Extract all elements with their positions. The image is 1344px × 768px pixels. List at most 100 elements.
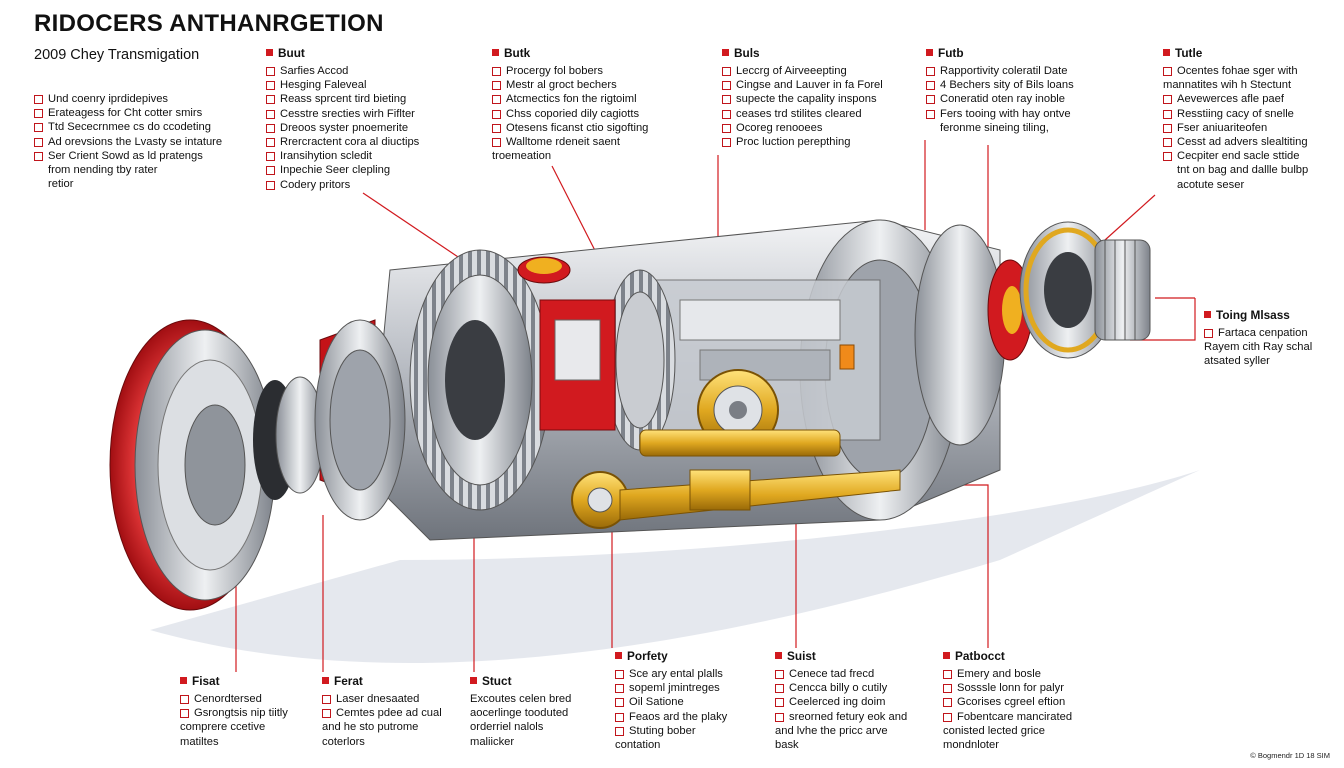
block-item: Mestr al groct bechers [492,78,702,92]
block-item: Cenordtersed [180,692,320,706]
main-gear [409,249,676,511]
block-item: matiltes [180,735,219,748]
block-item: Cesstre srecties wirh Fiflter [266,107,466,121]
block-item: Dreoos syster pnoemerite [266,121,466,135]
block-item: Feaos ard the plaky [615,710,765,724]
page-title: RIDOCERS ANTHANRGETION [34,10,384,37]
block-item: and he sto putrome [322,721,419,734]
label-block-bottom-1: Fisat Cenordtersed Gsrongtsis nip tiitly… [180,674,320,749]
block-item: comprere ccetive [180,721,266,734]
block-item: Cemtes pdee ad cual [322,706,467,720]
intro-item: Ttd Sececrnmee cs do ccodeting [34,120,254,134]
rear-assembly [987,221,1151,361]
label-block-top-2: Butk Procergy fol bobers Mestr al groct … [492,46,702,163]
block-item: Fartaca cenpation [1204,326,1339,340]
label-block-right: Toing Mlsass Fartaca cenpation Rayem cit… [1204,308,1339,369]
label-block-top-4: Futb Rapportivity coleratil Date 4 Beche… [926,46,1126,135]
block-item: Coneratid oten ray inoble [926,92,1126,106]
block-item: Stuting bober [615,724,765,738]
block-item: Atcmectics fon the rigtoiml [492,92,702,106]
block-item: Chss coporied dily cagiotts [492,107,702,121]
block-item: sreorned fetury eok and [775,710,935,724]
block-item: Sce ary ental plalls [615,667,765,681]
label-block-bottom-6: Patbocct Emery and bosle Sosssle lonn fo… [943,649,1113,752]
block-item: bask [775,739,799,752]
intro-item: Erateagess for Cht cotter smirs [34,106,254,120]
floor-shadow [150,470,1200,663]
intro-item: Ad orevsions the Lvasty se intature [34,135,254,149]
block-item: Emery and bosle [943,667,1113,681]
block-item: Aevewerces afle paef [1163,92,1338,106]
block-item: Otesens ficanst ctio sigofting [492,121,702,135]
block-item: atsated syller [1204,355,1270,368]
label-block-top-5: Tutle Ocentes fohae sger with mannatites… [1163,46,1338,192]
block-item: Ocentes fohae sger with [1163,64,1338,78]
gold-gears [571,369,901,529]
page-subtitle: 2009 Chey Transmigation [34,47,200,63]
label-block-bottom-2: Ferat Laser dnesaated Cemtes pdee ad cua… [322,674,467,749]
block-item: mondnloter [943,739,999,752]
intro-list: Und coenry iprdidepives Erateagess for C… [34,92,254,191]
footer-credit: © Bogmendr 1D 18 SIM [1250,751,1330,760]
intro-item: from nending tby rater [48,164,158,177]
intro-item: Ser Crient Sowd as ld pratengs [34,149,254,163]
block-item: and lvhe the pricc arve [775,724,888,737]
block-item: troemeation [492,150,552,163]
block-item: mannatites wih h Stectunt [1163,79,1292,92]
block-item: Inpechie Seer clepling [266,163,466,177]
label-block-bottom-5: Suist Cenece tad frecd Cencca billy o cu… [775,649,935,752]
block-heading: Suist [775,649,935,664]
block-heading: Buut [266,46,466,61]
block-item: 4 Bechers sity of Bils loans [926,78,1126,92]
block-heading: Patbocct [943,649,1113,664]
block-heading: Buls [722,46,922,61]
block-item: Resstiing cacy of snelle [1163,107,1338,121]
block-heading: Futb [926,46,1126,61]
block-item: coterlors [322,735,365,748]
block-item: Walltome rdeneit saent [492,135,702,149]
block-item: Proc luction perepthing [722,135,922,149]
block-item: Rayem cith Ray schal [1204,341,1313,354]
block-item: contation [615,739,661,752]
block-item: aocerlinge tooduted [470,707,569,720]
label-block-top-1: Buut Sarfies Accod Hesging Faleveal Reas… [266,46,466,192]
block-item: Hesging Faleveal [266,78,466,92]
block-item: ceases trd stilites cleared [722,107,922,121]
block-item: sopeml jmintreges [615,681,765,695]
block-item: Fobentcare mancirated [943,710,1113,724]
block-item: Rrercractent cora al diuctips [266,135,466,149]
block-item: orderriel nalols [470,721,544,734]
block-heading: Tutle [1163,46,1338,61]
block-item: Oil Satione [615,695,765,709]
front-flange [109,319,406,611]
block-item: Cecpiter end sacle sttide [1163,149,1338,163]
block-heading: Fisat [180,674,320,689]
block-item: Sarfies Accod [266,64,466,78]
block-item: Fser aniuariteofen [1163,121,1338,135]
block-item: maliicker [470,735,515,748]
block-item: supecte the capality inspons [722,92,922,106]
label-block-bottom-4: Porfety Sce ary ental plalls sopeml jmin… [615,649,765,752]
label-block-bottom-3: Stuct Excoutes celen bred aocerlinge too… [470,674,610,749]
block-heading: Porfety [615,649,765,664]
block-item: conisted lected grice [943,724,1045,737]
block-item: Reass sprcent tird bieting [266,92,466,106]
block-item: Rapportivity coleratil Date [926,64,1126,78]
orange-sensor [839,344,855,370]
block-item: Gcorises cgreel eftion [943,695,1113,709]
block-item: Cingse and Lauver in fa Forel [722,78,922,92]
block-heading: Stuct [470,674,610,689]
block-item: tnt on bag and dallle bulbp [1177,164,1309,177]
block-item: Iransihytion scledit [266,149,466,163]
intro-item: Und coenry iprdidepives [34,92,254,106]
block-item: Ceelerced ing doim [775,695,935,709]
block-item: Cesst ad advers slealtiting [1163,135,1338,149]
label-block-top-3: Buls Leccrg of Airveeepting Cingse and L… [722,46,922,149]
block-item: Excoutes celen bred [470,693,572,705]
block-item: Leccrg of Airveeepting [722,64,922,78]
block-item: Cencca billy o cutily [775,681,935,695]
block-item: Cenece tad frecd [775,667,935,681]
block-item: Procergy fol bobers [492,64,702,78]
